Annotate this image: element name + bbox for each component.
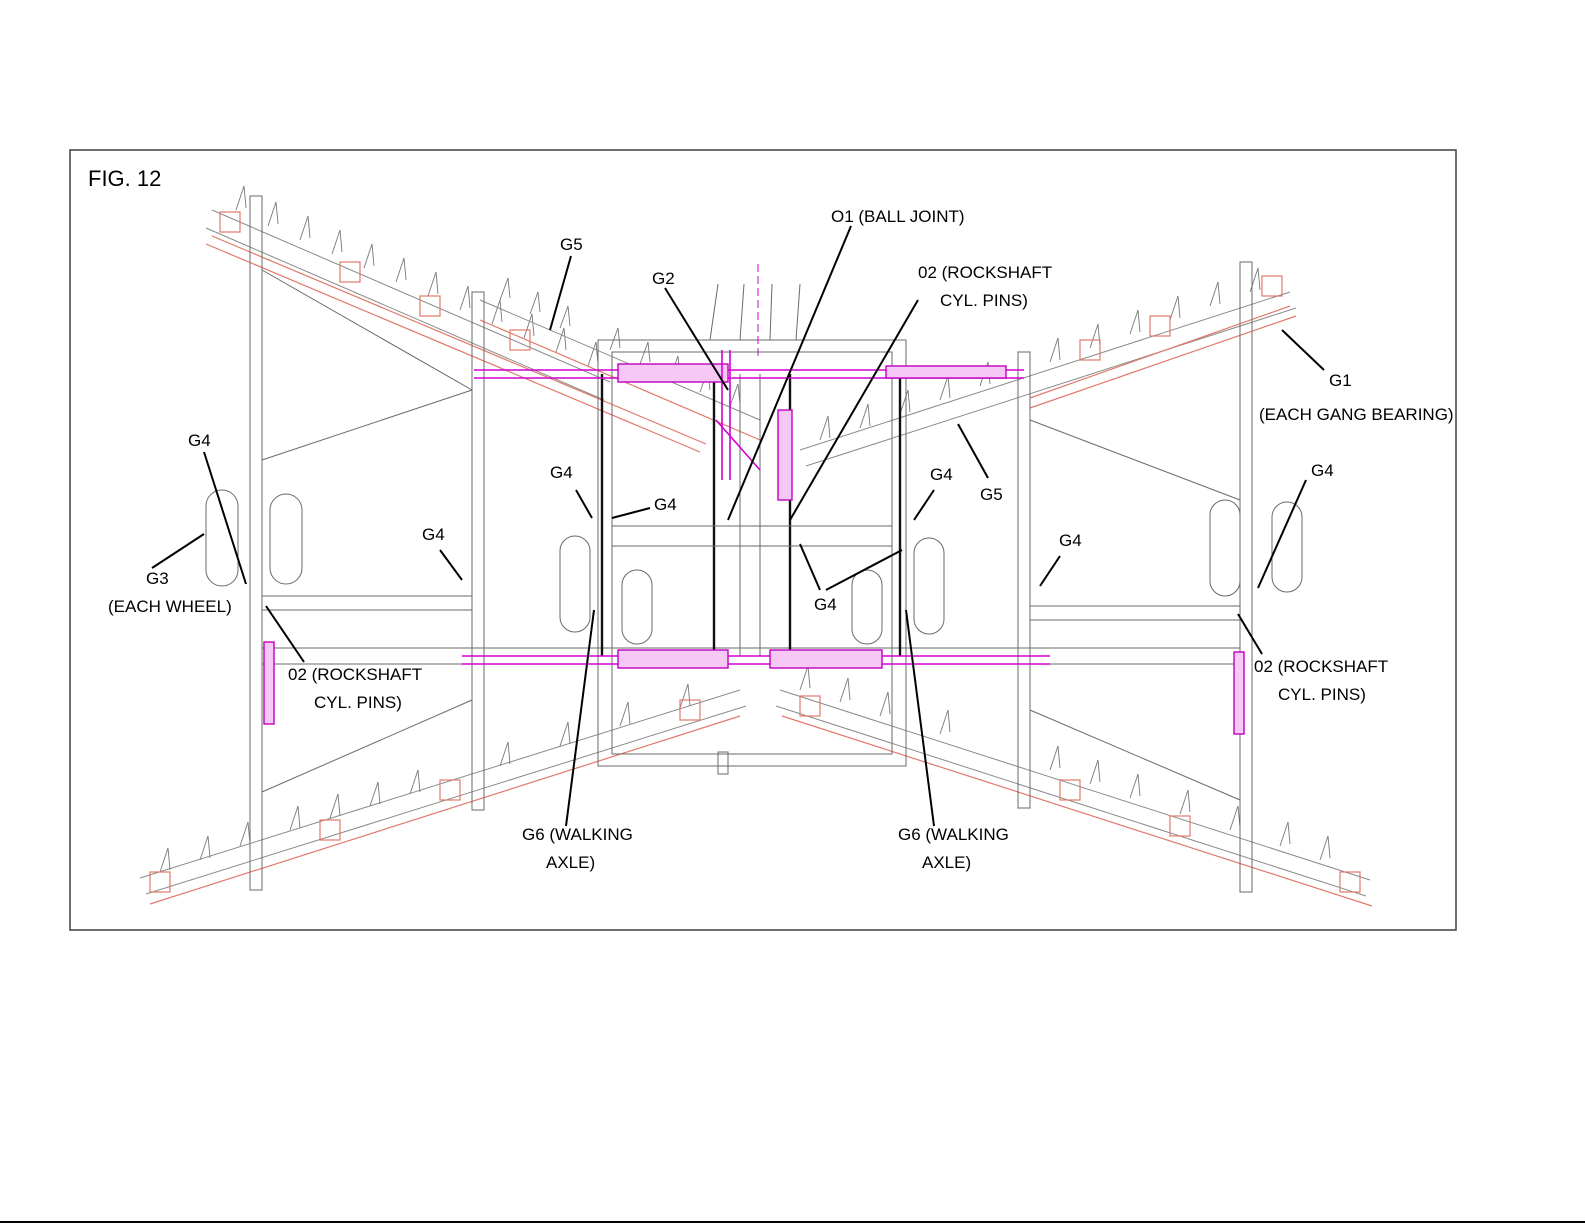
label-g3-1: G3 [146, 569, 169, 588]
label-g4-center-left-b: G4 [654, 495, 677, 514]
label-o2-right-1: 02 (ROCKSHAFT [1254, 657, 1388, 676]
gang-top-right [800, 268, 1296, 466]
label-g4-center-right: G4 [930, 465, 953, 484]
label-o2-top-2: CYL. PINS) [940, 291, 1028, 310]
label-g4-bottom-center: G4 [814, 595, 837, 614]
label-g2: G2 [652, 269, 675, 288]
label-g6-right-2: AXLE) [922, 853, 971, 872]
main-frame [250, 196, 1252, 892]
label-o2-left-1: 02 (ROCKSHAFT [288, 665, 422, 684]
label-g5-right: G5 [980, 485, 1003, 504]
label-g4-inner-right: G4 [1059, 531, 1082, 550]
gang-bottom-left [140, 684, 746, 904]
label-g5-top: G5 [560, 235, 583, 254]
label-o2-right-2: CYL. PINS) [1278, 685, 1366, 704]
label-g1-2: (EACH GANG BEARING) [1259, 405, 1454, 424]
figure-title: FIG. 12 [88, 166, 161, 191]
label-g4-center-left-a: G4 [550, 463, 573, 482]
label-g3-2: (EACH WHEEL) [108, 597, 232, 616]
label-o1: O1 (BALL JOINT) [831, 207, 965, 226]
gang-top-left [206, 186, 706, 452]
label-g4-left: G4 [188, 431, 211, 450]
label-g4-inner-left: G4 [422, 525, 445, 544]
wheels [206, 490, 1302, 644]
label-g4-far-right: G4 [1311, 461, 1334, 480]
label-o2-left-2: CYL. PINS) [314, 693, 402, 712]
label-g1-1: G1 [1329, 371, 1352, 390]
label-g6-left-1: G6 (WALKING [522, 825, 633, 844]
gang-top-center [480, 278, 760, 440]
label-g6-left-2: AXLE) [546, 853, 595, 872]
label-o2-top-1: 02 (ROCKSHAFT [918, 263, 1052, 282]
label-g6-right-1: G6 (WALKING [898, 825, 1009, 844]
figure-border [70, 150, 1456, 930]
